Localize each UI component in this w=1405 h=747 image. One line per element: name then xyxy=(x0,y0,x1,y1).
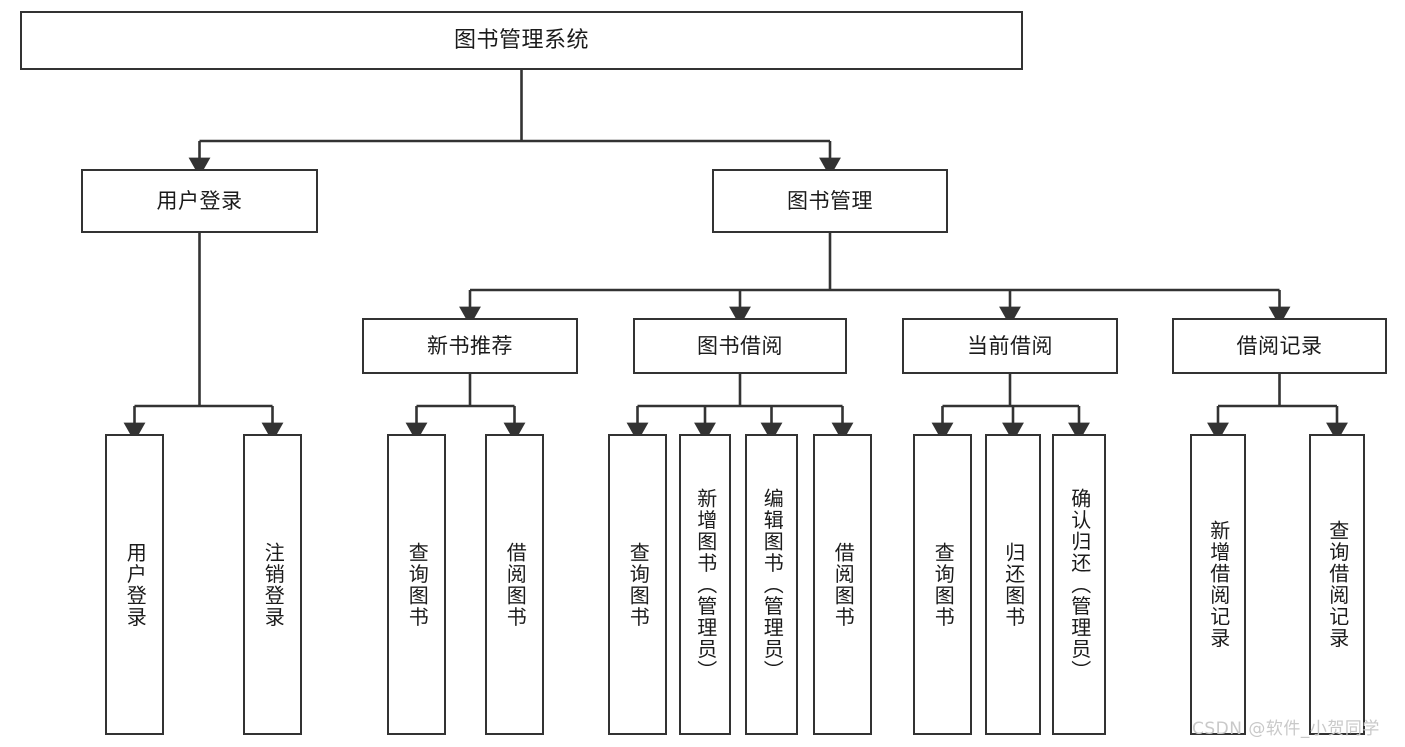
node-leaf-add-record[interactable]: 新增借阅记录 xyxy=(1190,434,1246,735)
node-leaf-query-book-2[interactable]: 查询图书 xyxy=(608,434,667,735)
node-leaf-confirm-ret[interactable]: 确认归还（管理员） xyxy=(1052,434,1106,735)
node-book-borrow[interactable]: 图书借阅 xyxy=(633,318,847,374)
node-label: 归还图书 xyxy=(1001,541,1026,628)
node-new-book-rec[interactable]: 新书推荐 xyxy=(362,318,578,374)
node-book-manage[interactable]: 图书管理 xyxy=(712,169,948,233)
node-label: 当前借阅 xyxy=(967,333,1053,358)
node-leaf-query-record[interactable]: 查询借阅记录 xyxy=(1309,434,1365,735)
node-label: 查询图书 xyxy=(931,541,956,628)
node-label: 编辑图书（管理员） xyxy=(760,487,785,682)
node-label: 注销登录 xyxy=(261,541,286,628)
node-label: 借阅图书 xyxy=(831,541,856,628)
node-label: 图书管理 xyxy=(787,188,873,213)
csdn-watermark: CSDN @软件_小贺同学 xyxy=(1192,719,1380,739)
node-label: 新增图书（管理员） xyxy=(693,487,718,682)
node-label: 查询图书 xyxy=(405,541,430,628)
node-label: 新增借阅记录 xyxy=(1206,520,1231,649)
node-leaf-logout[interactable]: 注销登录 xyxy=(243,434,302,735)
node-leaf-query-book-3[interactable]: 查询图书 xyxy=(913,434,972,735)
node-label: 用户登录 xyxy=(156,188,243,213)
node-label: 用户登录 xyxy=(123,541,148,628)
node-leaf-user-login[interactable]: 用户登录 xyxy=(105,434,164,735)
node-leaf-edit-book[interactable]: 编辑图书（管理员） xyxy=(745,434,798,735)
node-current-borrow[interactable]: 当前借阅 xyxy=(902,318,1118,374)
node-label: 图书借阅 xyxy=(697,333,783,358)
node-root[interactable]: 图书管理系统 xyxy=(20,11,1023,70)
node-leaf-add-book[interactable]: 新增图书（管理员） xyxy=(679,434,731,735)
node-leaf-borrow-book-2[interactable]: 借阅图书 xyxy=(813,434,872,735)
node-label: 查询借阅记录 xyxy=(1325,520,1350,649)
node-user-login[interactable]: 用户登录 xyxy=(81,169,318,233)
node-leaf-borrow-book-1[interactable]: 借阅图书 xyxy=(485,434,544,735)
node-label: 查询图书 xyxy=(626,541,651,628)
node-label: 确认归还（管理员） xyxy=(1067,487,1092,682)
node-leaf-query-book-1[interactable]: 查询图书 xyxy=(387,434,446,735)
node-label: 图书管理系统 xyxy=(453,27,589,53)
node-leaf-return-book[interactable]: 归还图书 xyxy=(985,434,1041,735)
node-borrow-record[interactable]: 借阅记录 xyxy=(1172,318,1387,374)
node-label: 借阅图书 xyxy=(503,541,528,628)
node-label: 新书推荐 xyxy=(427,333,513,358)
node-label: 借阅记录 xyxy=(1236,333,1323,358)
